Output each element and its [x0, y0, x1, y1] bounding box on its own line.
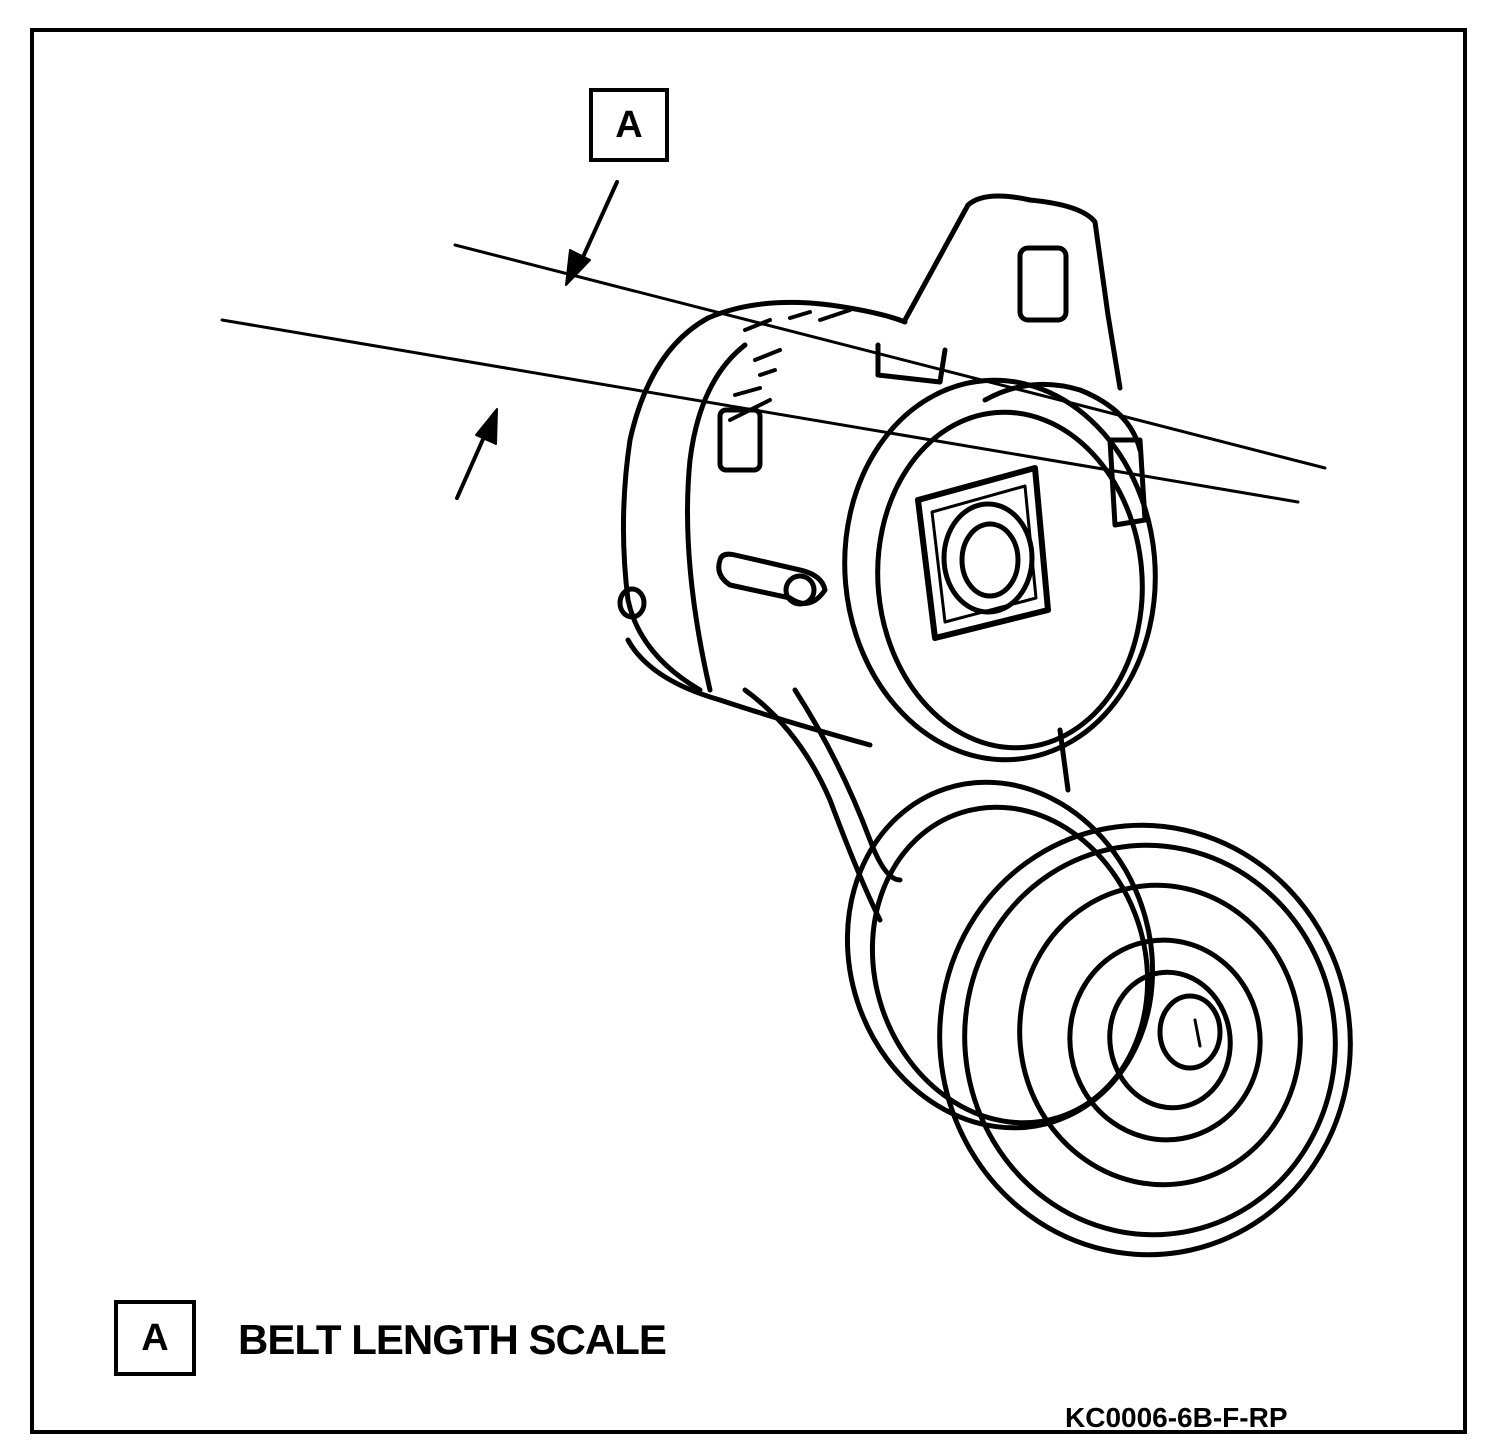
- pulley-bolt: [1157, 993, 1223, 1071]
- legend-callout-a: A: [114, 1300, 196, 1376]
- arm-outer-edge: [742, 687, 883, 923]
- pulley-hub-inner: [1107, 969, 1233, 1111]
- belt-length-scale-lines: [220, 243, 1327, 504]
- drive-bolt-inner: [959, 521, 1021, 599]
- tensioner-front-face: [842, 377, 1158, 763]
- dimension-arrows: [455, 180, 619, 500]
- mounting-lug: [902, 193, 1123, 391]
- pointer-notch: [875, 342, 948, 385]
- scale-line-upper: [453, 243, 1327, 470]
- idler-pulley: [844, 779, 1353, 1258]
- lug-slot: [1017, 245, 1069, 323]
- scale-window: [717, 407, 763, 473]
- drive-square-inner: [930, 484, 1038, 624]
- callout-a-top-letter: A: [615, 103, 643, 146]
- arrow-top-head: [565, 249, 591, 286]
- arm-right-edge: [1057, 727, 1071, 793]
- callout-a-top: A: [589, 88, 669, 162]
- figure-code: KC0006-6B-F-RP: [1065, 1402, 1288, 1433]
- drive-square-outer: [915, 465, 1051, 641]
- housing-inner-rim: [685, 342, 748, 693]
- drive-bolt-outer: [941, 501, 1035, 615]
- front-face-inner: [875, 409, 1145, 751]
- front-face-top-arc: [982, 381, 1143, 453]
- pulley-groove: [1017, 882, 1303, 1188]
- front-face-clip: [1107, 437, 1148, 528]
- pulley-back-rim-inner: [869, 804, 1151, 1126]
- housing-left-body: [620, 315, 711, 693]
- pulley-front-rim: [937, 822, 1353, 1258]
- pulley-bolt-mark: [1193, 1018, 1202, 1048]
- legend-label: BELT LENGTH SCALE: [238, 1316, 667, 1363]
- front-face-outer: [842, 377, 1158, 763]
- scale-marks: [728, 308, 852, 422]
- figure-frame: [30, 28, 1467, 1434]
- legend-callout-letter: A: [141, 1316, 169, 1359]
- housing-back-rim: [705, 299, 908, 325]
- side-slot-pin: [783, 573, 817, 607]
- arrow-top-shaft: [576, 180, 619, 270]
- pulley-back-rim: [844, 779, 1156, 1131]
- left-screw: [617, 586, 647, 620]
- side-slot: [716, 551, 828, 606]
- pulley-front-rim-inner: [962, 842, 1338, 1238]
- arrow-bottom-head: [475, 408, 498, 445]
- arrow-bottom-shaft: [455, 426, 490, 500]
- pulley-hub-outer: [1067, 937, 1263, 1143]
